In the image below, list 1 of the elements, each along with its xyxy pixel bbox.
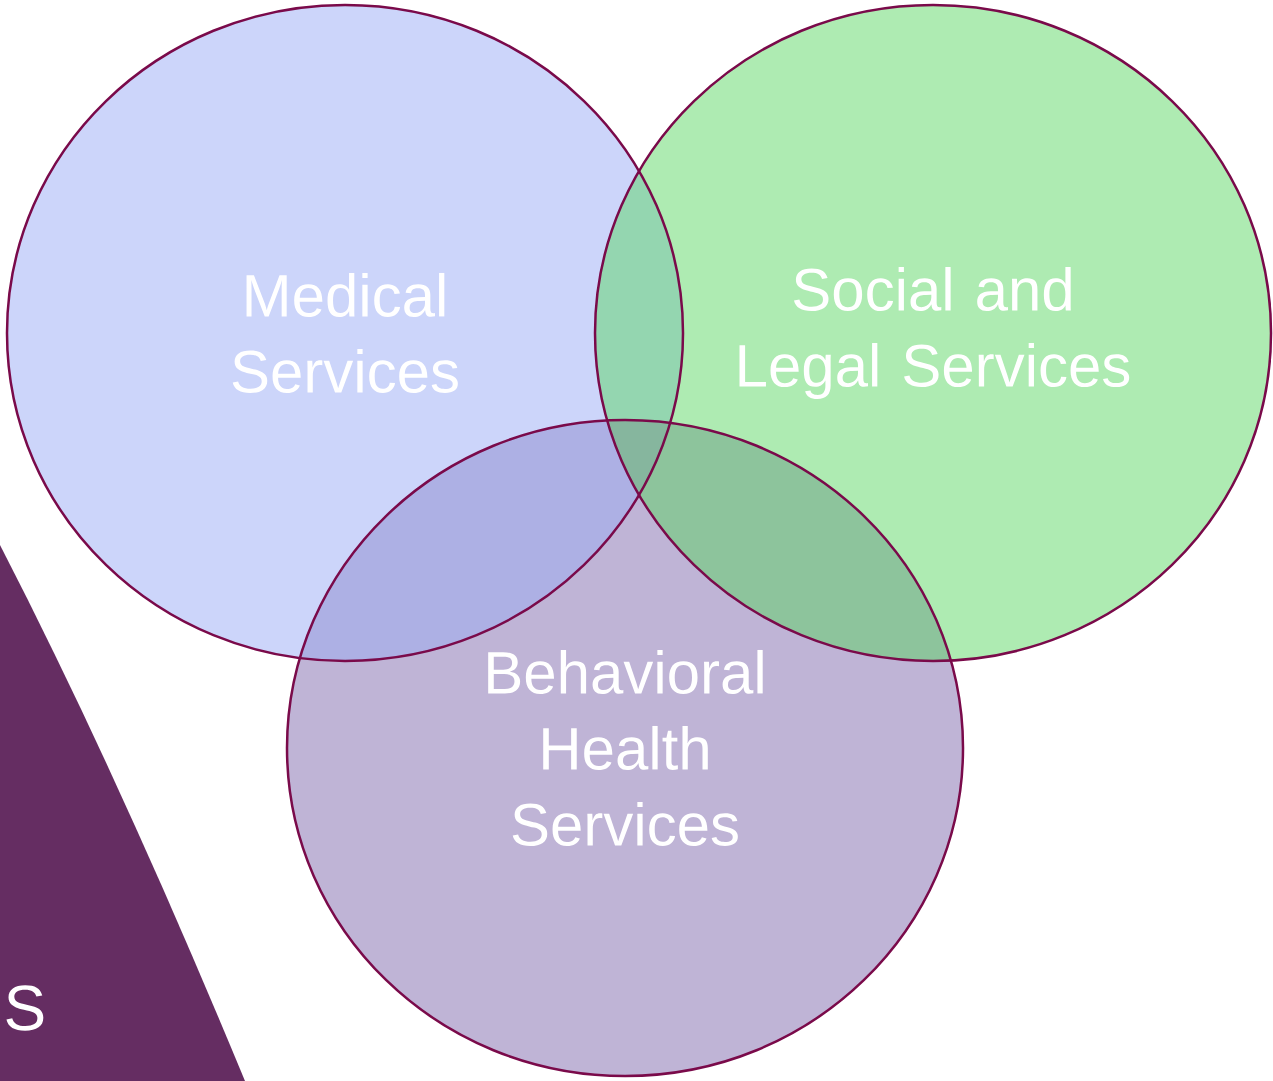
slide-letter: S: [6, 985, 44, 1031]
